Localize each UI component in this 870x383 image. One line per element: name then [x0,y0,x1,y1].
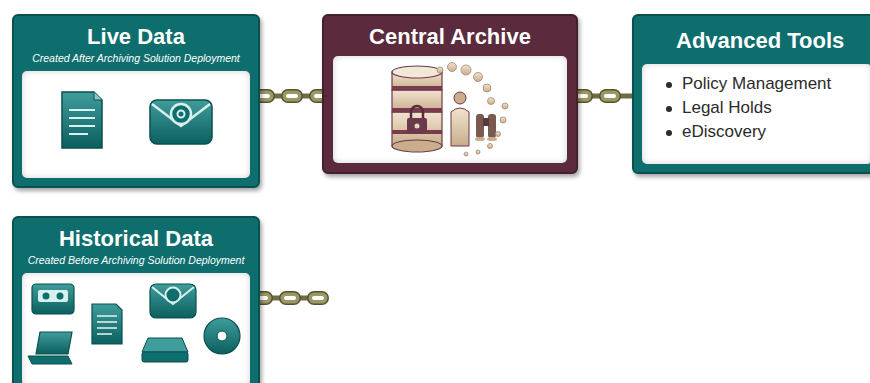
box-subtitle: Created After Archiving Solution Deploym… [22,52,250,65]
drive-icon [142,338,188,362]
tape-icon [32,284,74,314]
bullet-dot [666,82,672,88]
box-header: Central Archive [324,16,576,56]
chain-edge-link [578,94,632,99]
bullet-item: Policy Management [660,72,864,96]
chain-link-hole [260,94,322,98]
disc-icon [204,318,240,354]
chain-link-hole [578,94,632,98]
box-title: Historical Data [22,226,250,252]
chain-connector [260,96,322,97]
dot-ring [437,63,508,157]
bullet-item: Legal Holds [660,96,864,120]
chain-link-hole [260,296,322,300]
archive-box: Historical DataCreated Before Archiving … [12,216,260,383]
document-icon [62,92,102,148]
email-icon [150,100,212,144]
box-title: Live Data [22,24,250,50]
email-icon [150,284,196,318]
chain-link [260,293,322,304]
chain-edge-link [260,94,322,99]
bullet-dot [666,106,672,112]
chain-link-rim [260,291,322,305]
archive-box: Central Archive [322,14,578,174]
content-panel: Policy ManagementLegal HoldseDiscovery [642,64,870,164]
laptop-icon [28,332,72,364]
content-panel [22,273,250,383]
box-header: Advanced Tools [634,16,870,64]
chain-connector [260,298,322,299]
bullet-item: eDiscovery [660,120,864,144]
archive-box: Advanced ToolsPolicy ManagementLegal Hol… [632,14,870,174]
archive-box: Live DataCreated After Archiving Solutio… [12,14,260,188]
person-icon [451,92,469,146]
box-title: Central Archive [332,24,568,50]
document-icon [92,304,122,344]
chain-link [578,91,632,102]
chain-link-rim [260,89,322,103]
box-subtitle: Created Before Archiving Solution Deploy… [22,254,250,267]
binoculars-icon [475,114,497,141]
box-title: Advanced Tools [676,28,870,54]
chain-link [260,91,322,102]
bullet-dot [666,130,672,136]
database-icon [392,66,442,152]
chain-edge-link [260,296,322,301]
chain-connector [578,96,632,97]
box-header: Live DataCreated After Archiving Solutio… [14,16,258,71]
box-header: Historical DataCreated Before Archiving … [14,218,258,273]
content-panel [22,71,250,178]
chain-link-rim [578,89,632,103]
content-panel [333,56,567,163]
